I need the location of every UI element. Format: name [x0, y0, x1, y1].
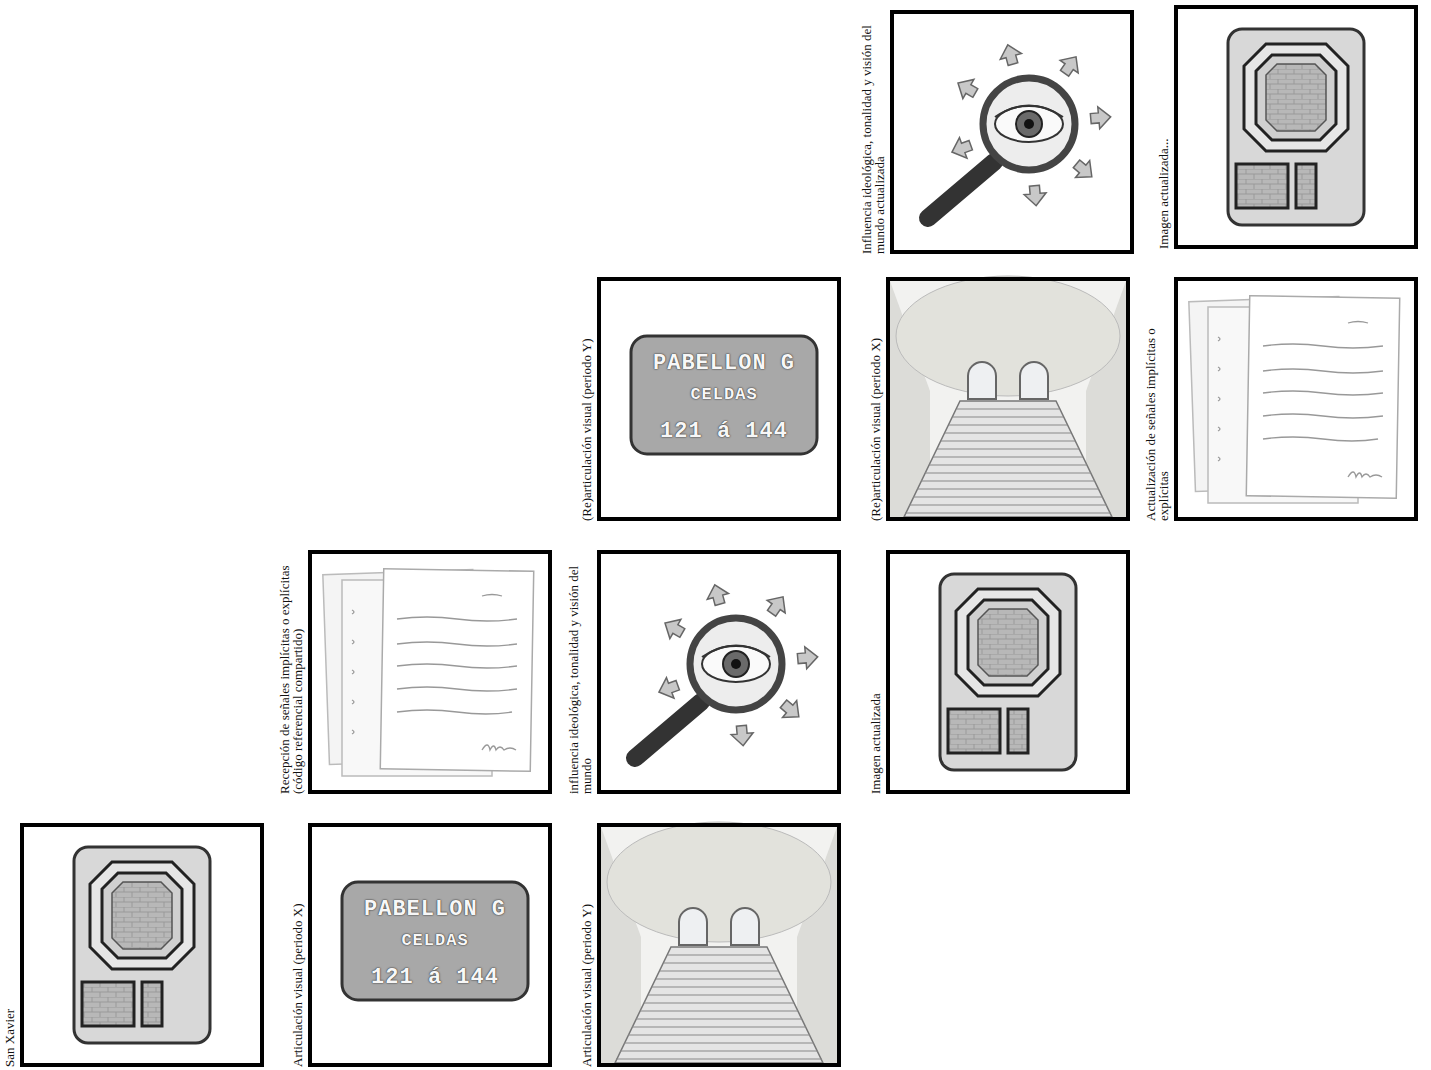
picture-tile: Imagen actualizada — [886, 550, 1130, 794]
plaque-icon — [342, 882, 528, 1000]
magnifier-icon — [635, 582, 819, 758]
tile-caption: (Re)articulación visual (periodo X) — [869, 277, 882, 521]
plaque-icon — [631, 336, 817, 454]
plaque-inscription: 121 á 144 — [631, 419, 817, 444]
documents-icon — [1189, 296, 1400, 503]
picture-tile: Articulación visual (periodo Y) — [597, 823, 841, 1067]
stairs-picture — [601, 822, 837, 1063]
plaque-inscription: CELDAS — [342, 931, 528, 950]
picture-tile: Actualización de señales implícitas o ex… — [1174, 277, 1418, 521]
tile-caption: Actualización de señales implícitas o ex… — [1144, 277, 1170, 521]
picture-tile: Influencia ideológica, tonalidad y visió… — [890, 10, 1134, 254]
tile-caption: Articulación visual (periodo Y) — [580, 823, 593, 1067]
magnifier-icon — [928, 42, 1112, 218]
picture-tile: San Xavier — [20, 823, 264, 1067]
documents-icon — [323, 569, 534, 776]
picture-tile: Imagen actualizada... — [1174, 5, 1418, 249]
tile-caption: Influencia ideológica, tonalidad y visió… — [860, 10, 886, 254]
plaque-inscription: PABELLON G — [342, 897, 528, 922]
picture-tile: Recepción de señales implícitas o explíc… — [308, 550, 552, 794]
card-icon — [940, 574, 1076, 770]
tile-caption: San Xavier — [3, 823, 16, 1067]
tile-caption: Imagen actualizada... — [1157, 5, 1170, 249]
tile-caption: Recepción de señales implícitas o explíc… — [278, 550, 304, 794]
picture-tile: (Re)articulación visual (periodo X) — [886, 277, 1130, 521]
tile-caption: influencia ideológica, tonalidad y visió… — [567, 550, 593, 794]
tile-caption: Imagen actualizada — [869, 550, 882, 794]
card-icon — [74, 847, 210, 1043]
tile-caption: Articulación visual (periodo X) — [291, 823, 304, 1067]
stairs-picture — [890, 276, 1126, 517]
picture-tile: influencia ideológica, tonalidad y visió… — [597, 550, 841, 794]
card-icon — [1228, 29, 1364, 225]
plaque-inscription: CELDAS — [631, 385, 817, 404]
tile-caption: (Re)articulación visual (periodo Y) — [580, 277, 593, 521]
plaque-inscription: PABELLON G — [631, 351, 817, 376]
plaque-inscription: 121 á 144 — [342, 965, 528, 990]
